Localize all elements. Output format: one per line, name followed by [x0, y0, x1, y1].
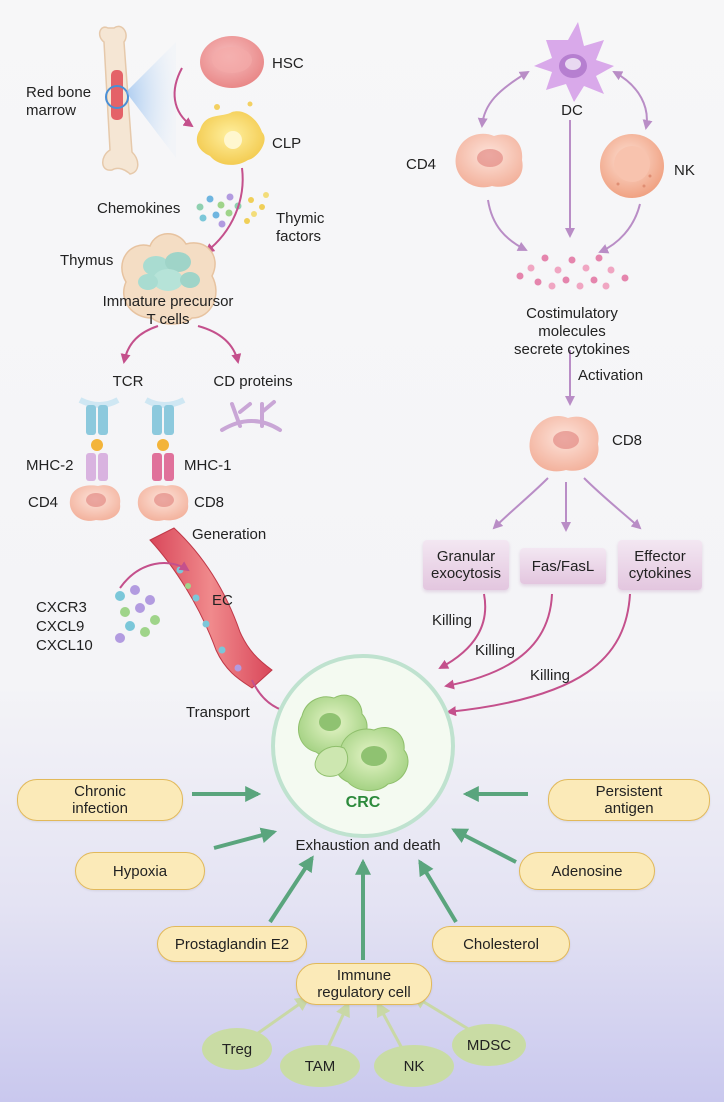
nk-label-right: NK [674, 162, 695, 179]
immune-regulatory-cell-pill: Immune regulatory cell [296, 963, 432, 1005]
killing-arrow-2 [444, 593, 553, 690]
bone-icon [98, 25, 176, 175]
blood-vessel-icon [149, 527, 273, 689]
nk-reg-arrow [376, 1001, 406, 1053]
killing-label-2: Killing [475, 642, 516, 659]
hypoxia-arrow [213, 827, 278, 850]
nk-cell-icon [600, 134, 664, 198]
persistent-antigen-pill: Persistent antigen [548, 779, 710, 821]
costimulatory-label: Costimulatory molecules secrete cytokine… [514, 305, 630, 358]
cd4-label-right: CD4 [406, 156, 437, 173]
tcr-mhc2-icon [78, 397, 120, 481]
nk-down-arrow [598, 203, 641, 254]
generation-label: Generation [192, 526, 267, 543]
cd8-to-granular-arrow [492, 477, 549, 530]
hsc-cell-icon [200, 36, 264, 88]
cd8-label-right: CD8 [612, 432, 643, 449]
exhaustion-label: Exhaustion and death [295, 837, 441, 854]
cd4-tcell-icon [69, 485, 121, 521]
killing-arrow-3 [446, 593, 631, 717]
fas-fasl-box: Fas/FasL [520, 548, 606, 584]
pge2-arrow [268, 855, 314, 924]
adenosine-arrow [451, 828, 517, 864]
mdsc-arrow [411, 994, 471, 1032]
cd8-label-left: CD8 [194, 494, 225, 511]
thymic-factors-label: Thymic factors [276, 210, 325, 245]
clp-to-thymus-arrow [204, 167, 244, 254]
crc-tumor-icon [271, 654, 455, 838]
dc-cell-icon [534, 22, 614, 102]
cd-proteins-label: CD proteins [213, 373, 293, 390]
cxcl-arrow [119, 561, 190, 589]
hypoxia-pill: Hypoxia [75, 852, 205, 890]
dc-nk-arrow [612, 71, 653, 130]
mhc2-label: MHC-2 [26, 457, 74, 474]
treg-oval: Treg [202, 1028, 272, 1070]
tam-arrow [324, 1001, 350, 1053]
cd8-tcell-icon-left [137, 485, 189, 521]
killing-label-1: Killing [432, 612, 473, 629]
clp-label: CLP [272, 135, 302, 152]
chemokines-label: Chemokines [97, 200, 181, 217]
adenosine-pill: Adenosine [519, 852, 655, 890]
prostaglandin-pill: Prostaglandin E2 [157, 926, 307, 962]
cd4-down-arrow [487, 199, 528, 251]
ec-label: EC [212, 592, 233, 609]
cxcl-list-label: CXCR3 CXCL9 CXCL10 [36, 599, 93, 654]
cholesterol-arrow [418, 859, 458, 924]
transport-label: Transport [186, 704, 250, 721]
tcr-label: TCR [112, 373, 144, 390]
thymus-icon [121, 233, 217, 325]
killing-arrow-1 [438, 593, 487, 669]
hsc-to-clp-arrow [173, 67, 194, 128]
thymic-factor-dots-icon [244, 192, 269, 224]
hsc-label: HSC [272, 55, 304, 72]
cd8-tcell-icon-right [529, 416, 599, 472]
cd-proteins-icon [220, 400, 282, 432]
tcr-mhc1-icon [144, 397, 186, 481]
cholesterol-pill: Cholesterol [432, 926, 570, 962]
activation-label: Activation [578, 367, 644, 384]
cd4-label-left: CD4 [28, 494, 59, 511]
crc-label: CRC [345, 794, 381, 811]
thymus-label: Thymus [60, 252, 114, 269]
thymus-to-tcr-arrow [120, 325, 159, 364]
cd4-tcell-icon-right [455, 133, 523, 188]
nk-reg-oval: NK [374, 1045, 454, 1087]
mdsc-oval: MDSC [452, 1024, 526, 1066]
effector-cytokines-box: Effector cytokines [618, 540, 702, 590]
chronic-infection-pill: Chronic infection [17, 779, 183, 821]
granular-exocytosis-box: Granular exocytosis [423, 540, 509, 590]
dc-label: DC [561, 102, 583, 119]
tam-oval: TAM [280, 1045, 360, 1087]
clp-cell-icon [196, 101, 265, 165]
immature-precursor-label: Immature precursor T cells [102, 293, 234, 328]
thymus-to-cd-arrow [197, 325, 242, 364]
cytokine-dots-icon [516, 254, 629, 290]
mhc1-label: MHC-1 [184, 457, 232, 474]
cxcl-dots-icon [115, 585, 160, 643]
cd8-to-effector-arrow [583, 477, 642, 530]
killing-label-3: Killing [530, 667, 571, 684]
treg-arrow [253, 996, 311, 1038]
dc-cd4-arrow [477, 70, 530, 128]
chemokine-dots-icon [196, 193, 242, 228]
red-bone-marrow-label: Red bone marrow [26, 84, 92, 119]
